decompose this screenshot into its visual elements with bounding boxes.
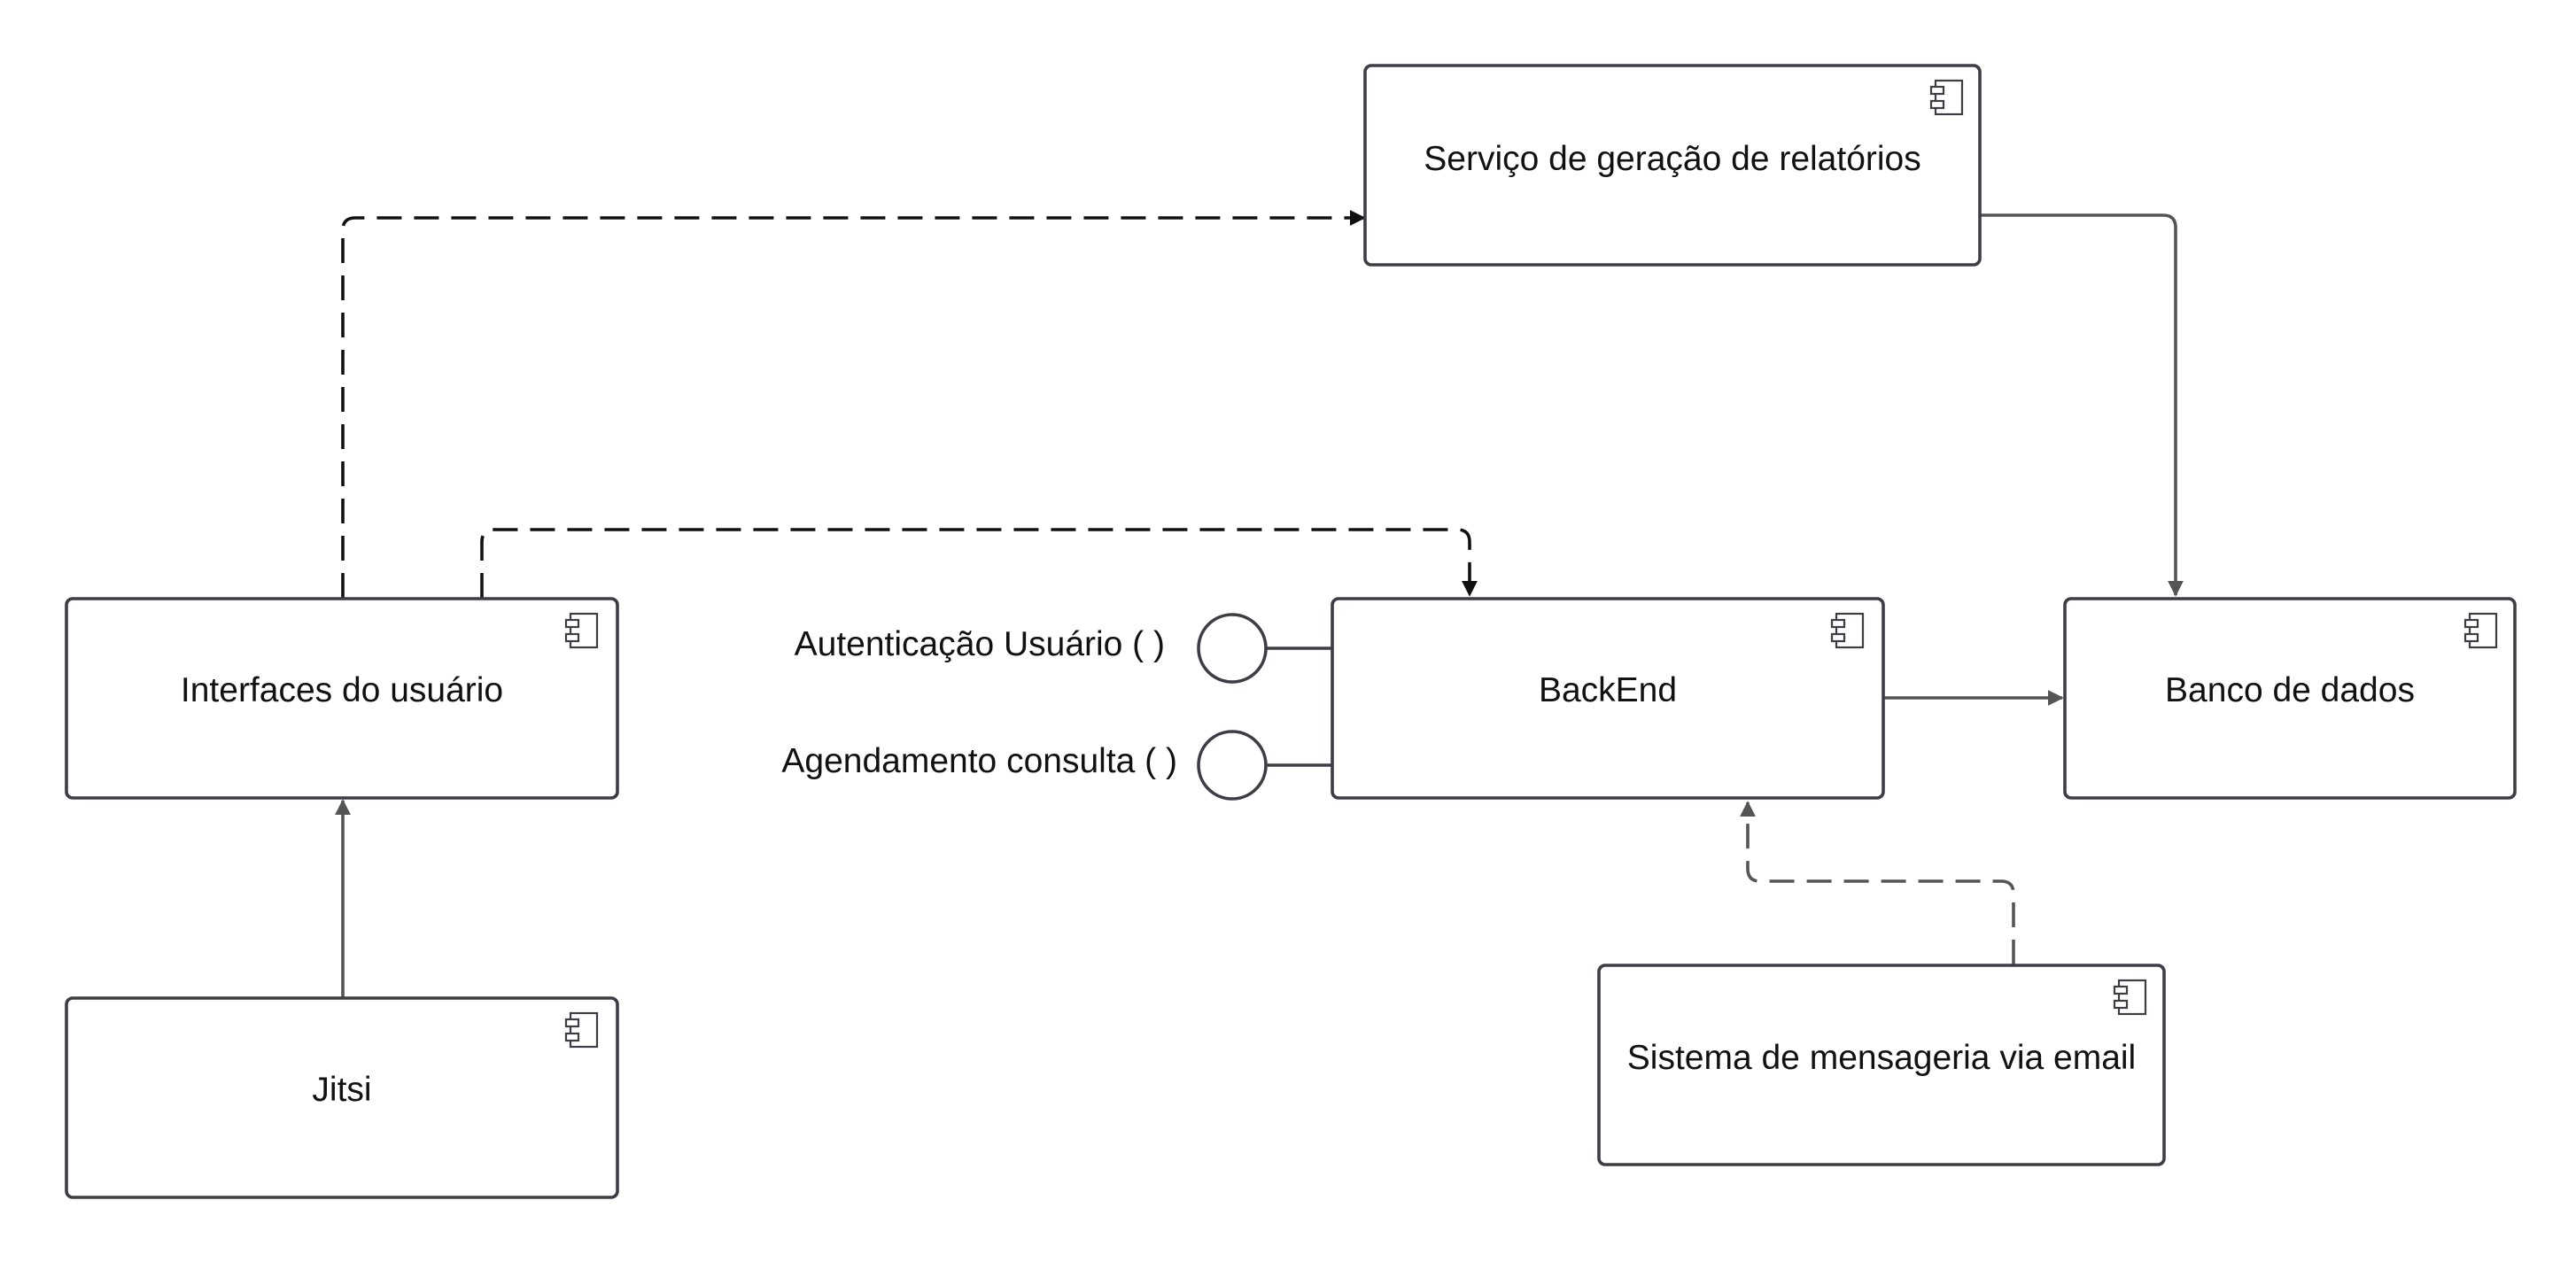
interface-label-agendamento: Agendamento consulta ( ) (781, 742, 1177, 780)
component-email[interactable]: Sistema de mensageria via email (1597, 964, 2166, 1166)
component-jitsi[interactable]: Jitsi (65, 996, 619, 1199)
provided-interface-lollipop-icon (1197, 730, 1268, 801)
component-label-banco: Banco de dados (2165, 671, 2415, 709)
component-banco[interactable]: Banco de dados (2063, 597, 2517, 800)
component-icon (2113, 979, 2147, 1016)
component-icon (1929, 79, 1964, 116)
component-icon (1830, 612, 1865, 649)
component-relatorios[interactable]: Serviço de geração de relatórios (1363, 64, 1982, 267)
component-label-interfaces: Interfaces do usuário (181, 671, 503, 709)
component-label-jitsi: Jitsi (312, 1071, 371, 1109)
interface-autenticacao[interactable]: Autenticação Usuário ( ) (795, 613, 1268, 684)
connector-interfaces-to-relatorios[interactable] (341, 210, 1366, 598)
connectors (335, 210, 2184, 998)
component-interfaces[interactable]: Interfaces do usuário (65, 597, 619, 800)
interface-label-autenticacao: Autenticação Usuário ( ) (795, 625, 1165, 663)
connector-relatorios-to-banco[interactable] (1981, 213, 2184, 597)
connector-email-to-backend[interactable] (1740, 801, 2015, 964)
component-label-email: Sistema de mensageria via email (1627, 1039, 2136, 1077)
connector-interfaces-to-backend[interactable] (480, 528, 1478, 598)
component-icon (564, 612, 599, 649)
component-label-relatorios: Serviço de geração de relatórios (1424, 140, 1920, 178)
interface-agendamento[interactable]: Agendamento consulta ( ) (781, 730, 1268, 801)
component-icon (564, 1011, 599, 1049)
component-icon (2463, 612, 2498, 649)
provided-interface-lollipop-icon (1197, 613, 1268, 684)
component-label-backend: BackEnd (1539, 671, 1677, 709)
component-backend[interactable]: BackEnd (1331, 597, 1885, 800)
